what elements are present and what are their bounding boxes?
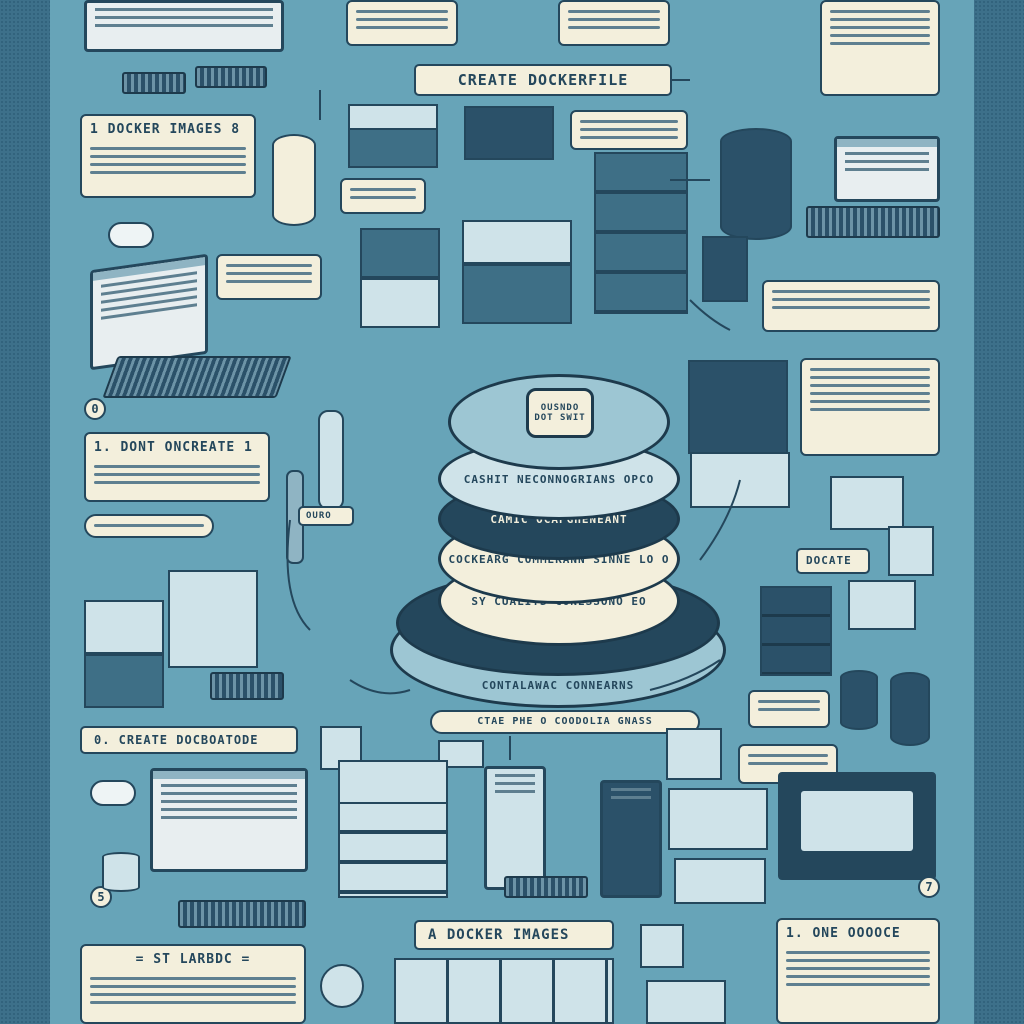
cloud-icon: [90, 780, 136, 806]
step-marker: 5: [90, 886, 112, 908]
step-marker: 0: [84, 398, 106, 420]
note-card-mid-top: [570, 110, 688, 150]
page-title: CREATE DOCKERFILE: [414, 64, 672, 96]
laptop-keyboard-right: [806, 206, 940, 238]
one-oooce-card: 1. ONE OOOOCE: [776, 918, 940, 1024]
step-marker: 7: [918, 876, 940, 898]
package-box-icon: [674, 858, 766, 904]
database-cylinder-icon: [720, 128, 792, 240]
docker-images-card-title: 1 DOCKER IMAGES 8: [90, 122, 241, 137]
magnifier-icon: [320, 964, 364, 1008]
docate-tag: DOCATE: [796, 548, 870, 574]
note-card-top-1: [346, 0, 458, 46]
tower-caption: CTAE PHE O COODOLIA GNASS: [430, 710, 700, 734]
dont-oncreate-card: 1. DONT ONCREATE 1: [84, 432, 270, 502]
checklist-header: [84, 514, 214, 538]
dont-oncreate-card-title: 1. DONT ONCREATE 1: [94, 440, 253, 455]
flow-arrows: [286, 79, 741, 760]
container-stack-icon: [168, 570, 258, 670]
flow-arrow: [286, 519, 311, 631]
left-frame: [0, 0, 50, 1024]
laredc-card: = ST LARBDC =: [80, 944, 306, 1024]
package-box-icon: [888, 526, 934, 576]
container-stack-icon: [360, 228, 440, 328]
package-box-icon: [668, 788, 768, 850]
keyboard-icon: [178, 900, 306, 928]
flow-arrow: [349, 679, 411, 695]
server-chip-icon: [464, 106, 554, 160]
note-card-top-2: [558, 0, 670, 46]
tower-top-label: OUSNDO: [540, 403, 580, 413]
flow-arrow: [649, 659, 721, 691]
right-frame: [974, 0, 1024, 1024]
tablet-device-icon: [484, 766, 546, 890]
desktop-monitor-left: [150, 768, 308, 872]
note-card-right-1: [762, 280, 940, 332]
keyboard-icon: [210, 672, 284, 700]
keyboard-icon: [195, 66, 267, 88]
package-box-icon: [640, 924, 684, 968]
container-cube-icon: [688, 360, 788, 456]
one-oooce-card-title: 1. ONE OOOOCE: [786, 926, 901, 941]
container-stack-icon: [84, 600, 164, 708]
package-box-icon: [830, 476, 904, 530]
open-book-icon: [84, 0, 284, 52]
paper-note-icon: [646, 980, 726, 1024]
diagram-canvas: CREATE DOCKERFILE 1 DOCKER IMAGES 8: [50, 0, 974, 1024]
flow-arrow: [699, 479, 741, 561]
container-cube-icon: [760, 586, 832, 678]
docker-images-bottom-label: A DOCKER IMAGES: [414, 920, 614, 950]
tablet-icon: [702, 236, 748, 302]
note-card-top-right: [820, 0, 940, 96]
desktop-monitor-right: [778, 772, 936, 880]
package-pile-icon: [394, 958, 614, 1024]
tower-top-cap: OUSNDO DOT SWIT: [526, 388, 594, 438]
flow-arrow: [689, 299, 731, 331]
note-card-right-2: [800, 358, 940, 456]
phone-device-icon: [600, 780, 662, 898]
laptop-screen-right: [834, 136, 940, 202]
note-icon: [848, 580, 916, 630]
package-box-icon: [690, 452, 790, 508]
docker-image-layer-tower: CONTALAWAC CONNEARNS SY CUALITS CONESSON…: [390, 360, 726, 720]
cloud-icon: [108, 222, 154, 248]
package-box-icon: [666, 728, 722, 780]
server-box-icon: [338, 760, 448, 900]
container-stack-icon: [462, 220, 572, 328]
note-card-small: [340, 178, 426, 214]
container-box-icon: [348, 104, 438, 168]
create-docboatode-label: 0. CREATE DOCBOATODE: [80, 726, 298, 754]
note-card-left-mid: [216, 254, 322, 300]
laredc-card-title: = ST LARBDC =: [135, 952, 251, 967]
tower-layer-1-label: CASHIT NECONNOGRIANS OPCO: [463, 472, 655, 486]
docker-images-card: 1 DOCKER IMAGES 8: [80, 114, 256, 198]
tower-top-label-2: DOT SWIT: [534, 413, 586, 423]
coin-stack-icon: [890, 672, 930, 746]
tower-base-label: CONTALAWAC CONNEARNS: [481, 678, 635, 692]
tube-icon: [318, 410, 344, 510]
keyboard-icon: [504, 876, 588, 898]
cylinder-cup-icon: [272, 134, 316, 226]
coin-stack-icon: [840, 670, 878, 730]
mug-icon: [102, 852, 140, 892]
ouro-tag: OURO: [298, 506, 354, 526]
note-card-small-right: [748, 690, 830, 728]
keyboard-icon: [122, 72, 186, 94]
